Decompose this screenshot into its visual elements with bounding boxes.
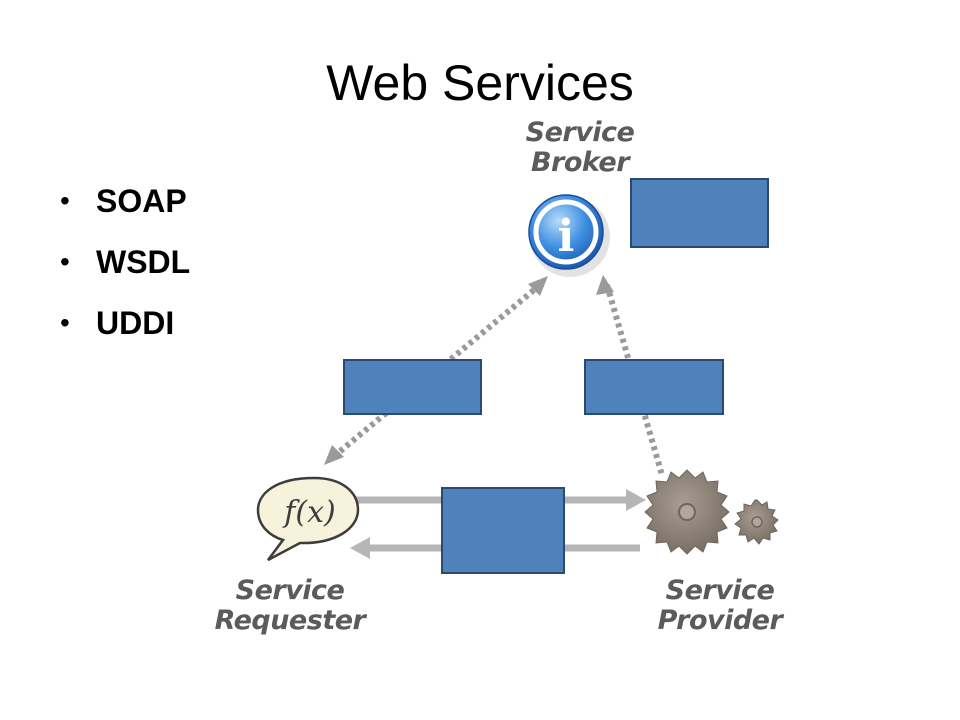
service-broker-label-line1: Service: [525, 117, 635, 148]
find-overlay-box: [343, 359, 482, 415]
bullet-dot-icon: •: [60, 185, 70, 216]
bullet-text: SOAP: [96, 183, 187, 219]
broker-overlay-box: [630, 178, 769, 248]
bullet-item: • UDDI: [58, 300, 190, 361]
bullet-dot-icon: •: [60, 246, 70, 277]
bullet-list: • SOAP • WSDL • UDDI: [58, 178, 190, 361]
service-provider-label-line2: Provider: [657, 605, 783, 636]
service-requester-label-line2: Requester: [214, 605, 366, 636]
broker-requester-arrow: [324, 276, 548, 465]
service-requester-label: Service Requester: [200, 576, 380, 636]
service-provider-label: Service Provider: [640, 576, 800, 636]
slide-title: Web Services: [326, 55, 634, 111]
function-text: f(x): [282, 495, 335, 530]
bullet-item: • WSDL: [58, 239, 190, 300]
service-requester-label-line1: Service: [235, 575, 345, 606]
gear-icon: [644, 469, 779, 555]
service-broker-label-line2: Broker: [530, 147, 630, 178]
bullet-dot-icon: •: [60, 307, 70, 338]
function-bubble-icon: f(x): [256, 476, 360, 562]
info-icon-glyph: i: [558, 211, 575, 262]
bullet-item: • SOAP: [58, 178, 190, 239]
bind-overlay-box: [441, 487, 565, 574]
bullet-text: WSDL: [96, 244, 191, 280]
info-icon: i: [528, 194, 610, 277]
publish-overlay-box: [584, 359, 724, 415]
bullet-text: UDDI: [96, 305, 175, 341]
service-broker-label: Service Broker: [510, 118, 650, 178]
service-provider-label-line1: Service: [665, 575, 775, 606]
